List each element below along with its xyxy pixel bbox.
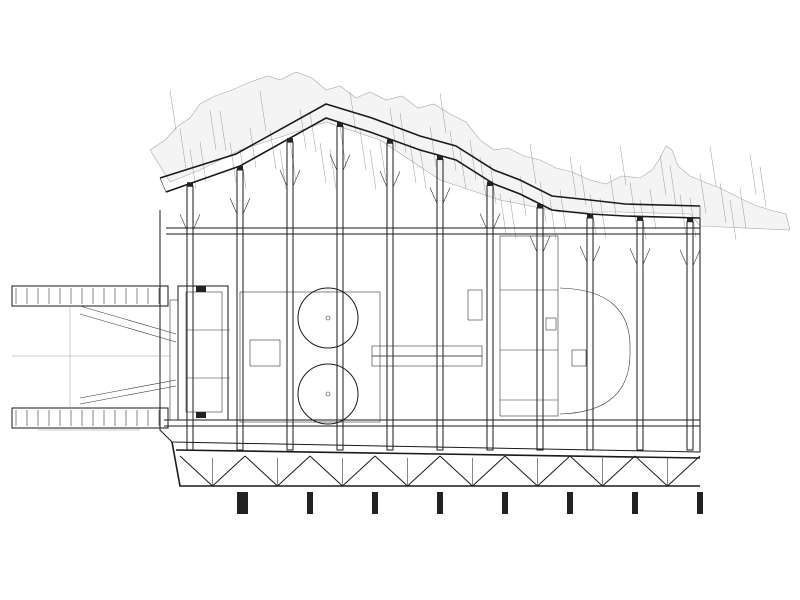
column [579, 214, 601, 451]
mountain-silhouette [149, 71, 791, 240]
hall-outline [159, 210, 701, 453]
tank-lower [297, 363, 359, 425]
lower-truss [171, 441, 701, 487]
pier [437, 492, 443, 514]
entrance-machinery [169, 285, 230, 421]
columns [179, 122, 701, 451]
column [479, 181, 501, 451]
truss-panel [179, 455, 246, 487]
truss-panel [439, 455, 506, 487]
truss-panel [374, 455, 441, 487]
pier [242, 492, 248, 514]
truss-panel [569, 455, 636, 487]
pier [632, 492, 638, 514]
column [279, 138, 301, 451]
column [329, 122, 351, 451]
interior-equipment [239, 235, 631, 425]
truss-panel [504, 455, 571, 487]
pier [697, 492, 703, 514]
pier [502, 492, 508, 514]
truss-panel [309, 455, 376, 487]
column [429, 155, 451, 451]
left-platforms [11, 285, 177, 431]
foundation-piers [237, 492, 703, 514]
pier [307, 492, 313, 514]
column [229, 166, 251, 451]
pier [372, 492, 378, 514]
pier [237, 492, 243, 514]
truss-panel [634, 455, 701, 487]
truss-panel [244, 455, 311, 487]
tank-upper [297, 287, 359, 349]
pier [567, 492, 573, 514]
column [529, 204, 551, 451]
column [379, 139, 401, 451]
column [679, 217, 701, 451]
column [629, 216, 651, 451]
roof-structure [159, 103, 701, 219]
column [179, 182, 201, 451]
